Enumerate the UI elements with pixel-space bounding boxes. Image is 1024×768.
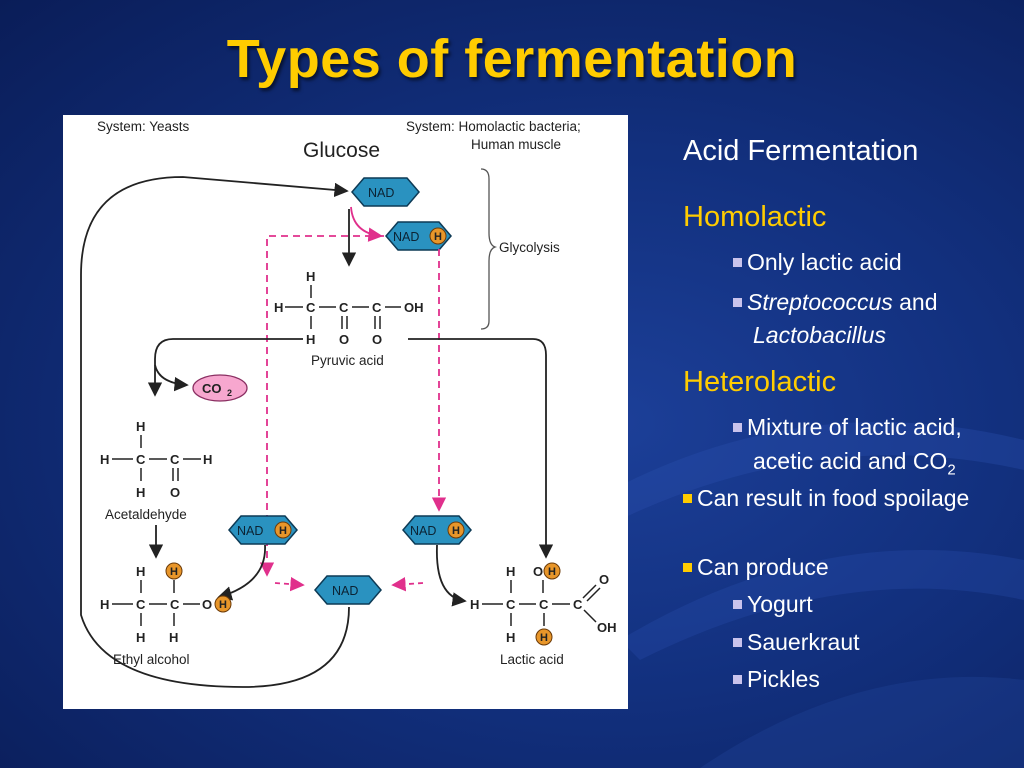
pyruvic-acid-label: Pyruvic acid [311,353,384,368]
glucose-label: Glucose [303,139,380,162]
dashed-to-nad-right [391,576,424,592]
heterolactic-item: Mixture of lactic acid, acetic acid and … [733,413,1023,480]
nadh-right-icon: NAD H [402,515,472,545]
svg-text:C: C [136,597,146,612]
nadh-left-icon: NAD H [228,515,298,545]
svg-text:H: H [279,525,287,537]
acetaldehyde-structure: H H C C H H O [100,419,212,500]
homolactic-heading: Homolactic [683,201,827,233]
svg-text:H: H [170,566,178,578]
bullet-square-icon [733,675,742,684]
nad-top-icon: NAD [351,177,420,207]
svg-text:H: H [434,231,442,243]
dashed-path-left [259,235,384,577]
svg-text:NAD: NAD [332,584,358,598]
heterolactic-heading: Heterolactic [683,366,837,398]
svg-text:C: C [306,300,316,315]
svg-text:O: O [533,564,543,579]
svg-text:O: O [599,572,609,587]
svg-text:H: H [470,597,479,612]
svg-text:H: H [136,485,145,500]
svg-text:H: H [136,630,145,645]
dashed-to-nad-left [274,576,305,592]
bullet-square-icon [733,258,742,267]
nad-reduction-arrow [350,206,383,242]
nadh-top-icon: NAD H [385,221,452,251]
svg-text:NAD: NAD [410,524,436,538]
nad-bottom-icon: NAD [314,575,382,605]
pyruvate-to-lactate-arrow [408,338,554,559]
bullet-square-icon [733,600,742,609]
decarboxylation-arrow [154,364,189,392]
svg-text:C: C [506,597,516,612]
svg-text:H: H [452,525,460,537]
svg-text:H: H [506,564,515,579]
system-muscle-label: Human muscle [471,137,561,152]
bullet-square-icon [733,298,742,307]
svg-text:C: C [539,597,549,612]
streptococcus-item: Streptococcus and Lactobacillus [733,288,1013,350]
svg-text:H: H [548,566,556,578]
spoilage-item: Can result in food spoilage [683,484,1003,513]
glycolysis-brace [480,168,498,330]
svg-text:C: C [136,452,146,467]
svg-text:O: O [202,597,212,612]
svg-text:H: H [169,630,178,645]
bullet-square-icon [733,638,742,647]
svg-text:H: H [306,332,315,347]
glycolysis-label: Glycolysis [499,240,560,255]
svg-text:H: H [274,300,283,315]
svg-text:C: C [372,300,382,315]
bullet-square-icon [683,563,692,572]
svg-text:O: O [372,332,382,347]
svg-text:NAD: NAD [368,186,394,200]
svg-text:OH: OH [597,620,617,635]
svg-text:H: H [136,419,145,434]
system-yeasts-label: System: Yeasts [97,119,190,134]
pyruvic-acid-structure: H H C C C OH H O O [274,269,424,347]
product-sauerkraut: Sauerkraut [733,628,860,657]
svg-text:C: C [170,452,180,467]
svg-text:O: O [170,485,180,500]
svg-text:O: O [339,332,349,347]
lactic-acid-label: Lactic acid [500,652,564,667]
acetaldehyde-label: Acetaldehyde [105,507,187,522]
acid-fermentation-heading: Acid Fermentation [683,135,919,167]
svg-text:H: H [203,452,212,467]
lactic-acid-structure: H O H H C C C O OH H H [470,562,617,646]
system-homolactic-label: System: Homolactic bacteria; [406,119,581,134]
product-pickles: Pickles [733,665,820,694]
pyruvate-to-acetaldehyde-arrow [147,338,303,397]
svg-text:NAD: NAD [393,230,419,244]
nadh-to-lactate-arrow [436,544,467,607]
slide-title: Types of fermentation [226,29,798,89]
produce-item: Can produce [683,553,829,582]
svg-text:CO: CO [202,381,222,396]
nad-recycle-arrow [80,176,350,688]
svg-text:H: H [306,269,315,284]
nadh-to-ethanol-arrow [217,544,266,601]
svg-text:H: H [100,597,109,612]
svg-text:H: H [540,632,548,644]
product-yogurt: Yogurt [733,590,813,619]
co2-badge: CO 2 [192,374,248,402]
bullet-square-icon [683,494,692,503]
fermentation-diagram: System: Yeasts System: Homolactic bacter… [63,115,628,709]
svg-text:H: H [219,599,227,611]
svg-text:H: H [136,564,145,579]
homolactic-item: Only lactic acid [733,248,902,277]
svg-text:H: H [506,630,515,645]
svg-text:C: C [573,597,583,612]
bullet-square-icon [733,423,742,432]
svg-text:H: H [100,452,109,467]
svg-text:C: C [339,300,349,315]
svg-text:NAD: NAD [237,524,263,538]
svg-text:C: C [170,597,180,612]
ethyl-alcohol-structure: H H H C C O H H H [100,562,232,645]
ethyl-alcohol-label: Ethyl alcohol [113,652,190,667]
svg-text:2: 2 [227,388,232,398]
svg-text:OH: OH [404,300,424,315]
